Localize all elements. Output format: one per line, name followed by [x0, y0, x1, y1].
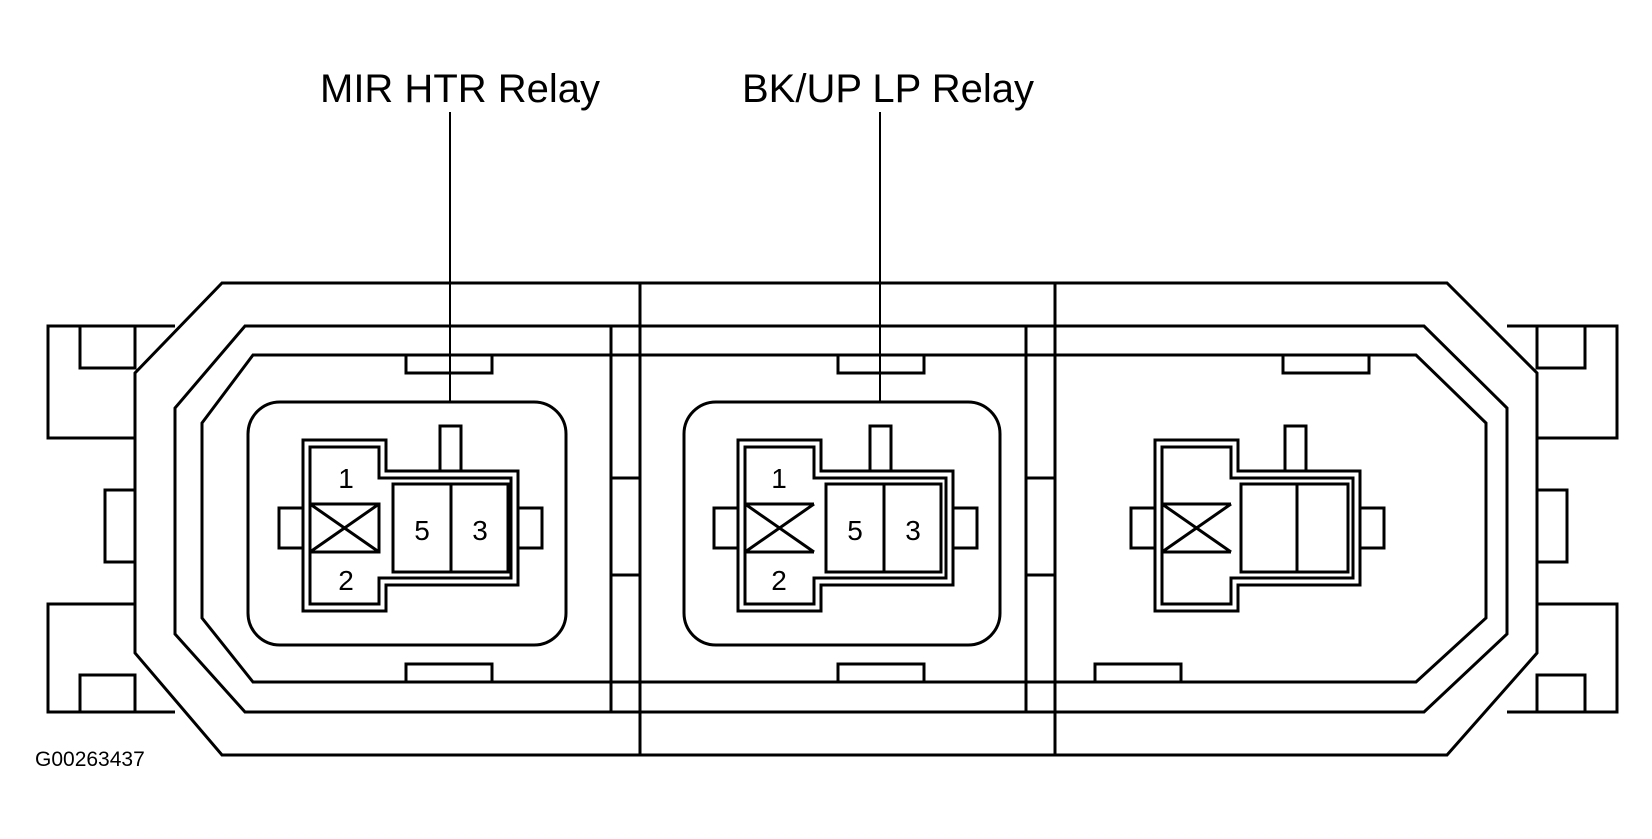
bkup-lp-cross-line-b	[744, 502, 815, 554]
mir-htr-right-lug	[516, 506, 544, 550]
top-latch-tab-3	[1281, 353, 1371, 375]
spare-terminal-left-box	[1239, 482, 1299, 574]
bottom-latch-tab-1	[404, 662, 494, 684]
right-bracket-inner-lower	[1535, 673, 1587, 712]
bkup-lp-connector-inner	[743, 445, 948, 606]
housing-inner-frame	[200, 353, 1488, 684]
bottom-latch-tab-2	[836, 662, 926, 684]
bkup-lp-left-lug	[712, 506, 740, 550]
bkup-lp-right-lug	[951, 506, 979, 550]
top-latch-tab-1	[404, 353, 494, 375]
mir-htr-terminal-5-label: 5	[414, 515, 430, 546]
left-side-tab	[103, 488, 137, 564]
mir-htr-terminal-3-label: 3	[472, 515, 488, 546]
spare-key-tab	[1283, 424, 1308, 473]
spare-left-lug	[1129, 506, 1157, 550]
bkup-lp-relay-label: BK/UP LP Relay	[742, 67, 1034, 111]
right-bracket-inner	[1535, 326, 1587, 370]
relay-block-housing	[46, 281, 1619, 757]
relay-socket-mir-htr: 1 2 5 3	[246, 400, 568, 647]
mir-htr-terminal-1-label: 1	[338, 463, 354, 494]
right-side-tab	[1535, 488, 1569, 564]
mir-htr-key-tab	[438, 424, 463, 473]
bkup-lp-relay-cavity	[682, 400, 1002, 647]
mir-htr-terminal-3-box	[449, 482, 510, 574]
figure-id: G00263437	[35, 748, 145, 771]
mir-htr-cross-line-b	[309, 502, 380, 554]
spare-terminal-right-box	[1295, 482, 1350, 574]
mir-htr-terminal-2-label: 2	[338, 565, 354, 596]
bkup-lp-terminal-3-label: 3	[905, 515, 921, 546]
bkup-lp-terminal-5-label: 5	[847, 515, 863, 546]
bkup-lp-connector-outline	[736, 438, 955, 613]
bkup-lp-key-tab	[868, 424, 893, 473]
mir-htr-relay-cavity	[246, 400, 568, 647]
spare-connector-inner	[1160, 445, 1355, 606]
left-bracket-inner-lower	[78, 673, 137, 712]
left-mounting-bracket	[46, 324, 175, 714]
spare-cross-line-b	[1161, 502, 1232, 554]
relay-socket-bkup-lp: 1 2 5 3	[682, 400, 1002, 647]
bkup-lp-terminal-2-label: 2	[771, 565, 787, 596]
bottom-latch-tab-3	[1093, 662, 1183, 684]
top-latch-tab-2	[836, 353, 926, 375]
bkup-lp-terminal-3-box	[882, 482, 943, 574]
mir-htr-connector-outline	[301, 438, 520, 613]
right-mounting-bracket	[1507, 324, 1619, 714]
housing-inner-rim	[173, 324, 1509, 714]
mir-htr-left-lug	[277, 506, 305, 550]
bkup-lp-terminal-1-label: 1	[771, 463, 787, 494]
relay-socket-spare	[1129, 424, 1386, 613]
left-bracket-inner	[78, 326, 137, 370]
spare-right-lug	[1358, 506, 1386, 550]
mir-htr-relay-label: MIR HTR Relay	[320, 67, 600, 111]
spare-connector-outline	[1153, 438, 1362, 613]
mir-htr-connector-inner	[308, 445, 513, 606]
